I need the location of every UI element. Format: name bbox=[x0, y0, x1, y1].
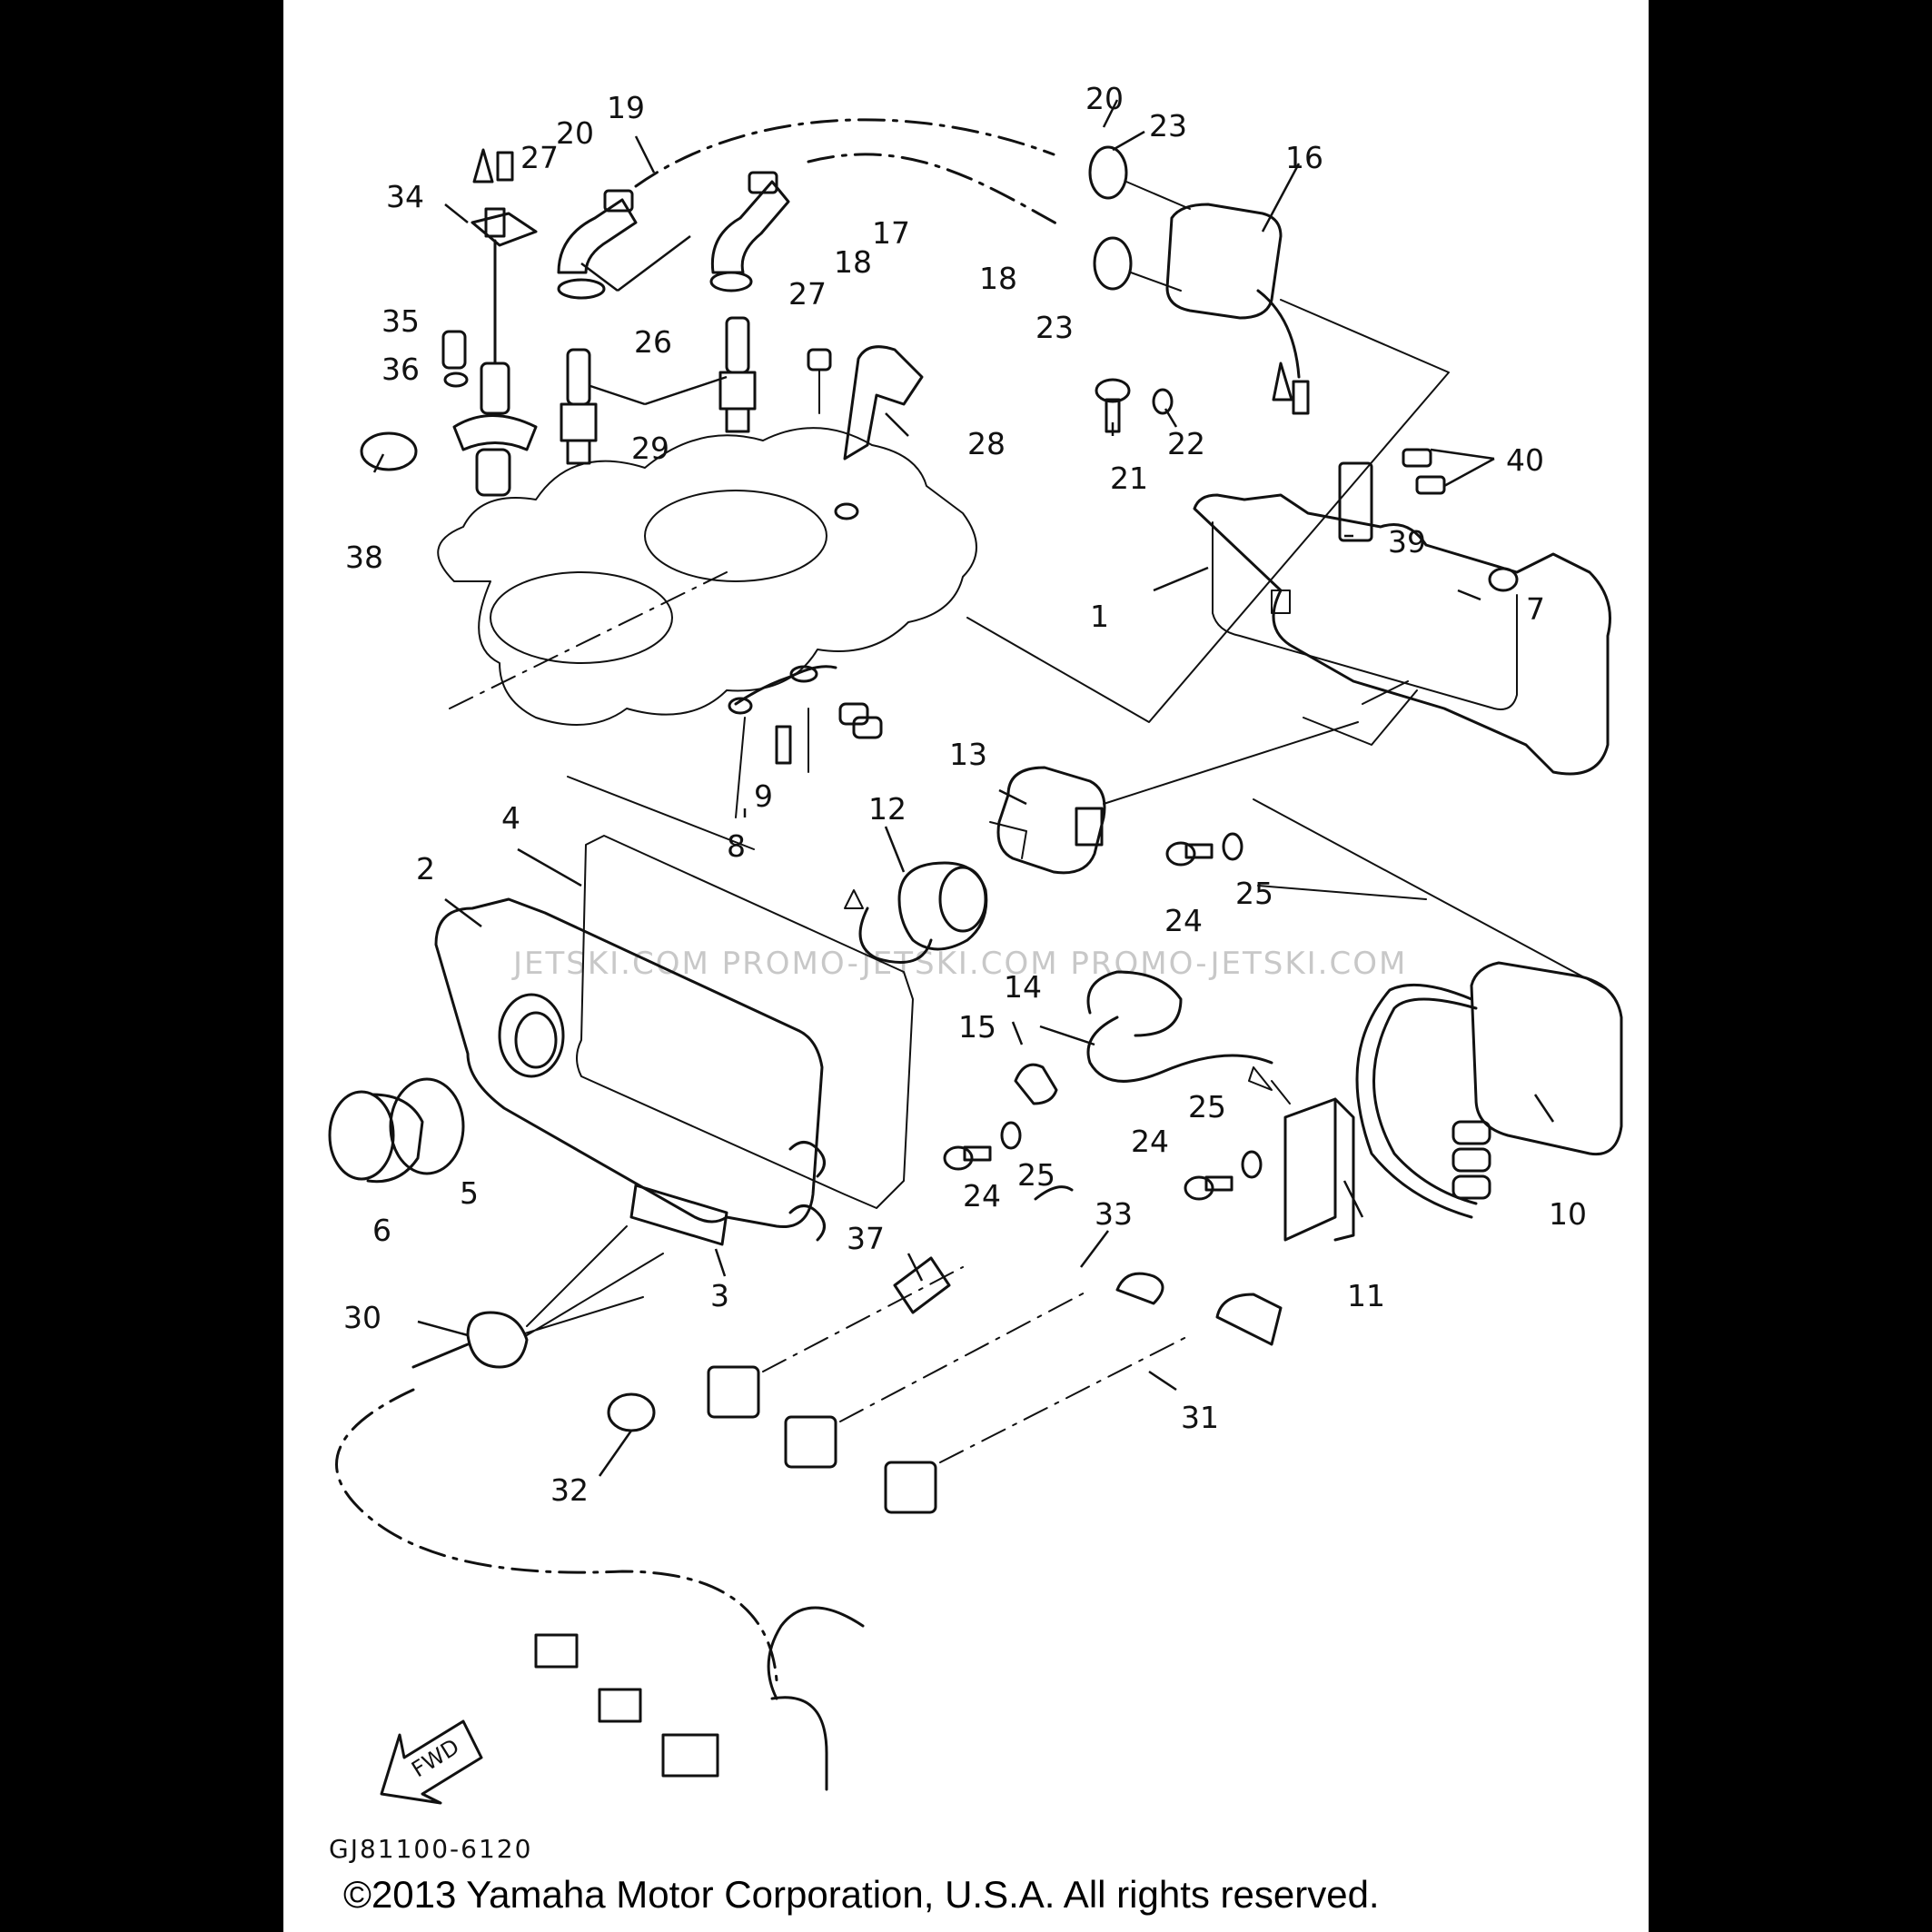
starter-relay-12 bbox=[844, 861, 988, 964]
washer-25-b bbox=[1000, 1121, 1022, 1150]
callout-16: 16 bbox=[1285, 140, 1323, 175]
callout-23-lower: 23 bbox=[1035, 310, 1074, 345]
callout-24-middle: 24 bbox=[963, 1178, 1001, 1214]
callout-25-right: 25 bbox=[1188, 1089, 1226, 1125]
high-tension-cord-19 bbox=[634, 118, 1055, 188]
callout-24-right: 24 bbox=[1131, 1124, 1169, 1159]
callout-23-upper: 23 bbox=[1149, 108, 1187, 144]
callout-11: 11 bbox=[1347, 1278, 1385, 1313]
callout-27-right: 27 bbox=[788, 276, 827, 312]
callout-36: 36 bbox=[381, 352, 420, 387]
callout-29: 29 bbox=[631, 431, 669, 466]
plug-cap-26-left bbox=[557, 189, 638, 300]
forward-arrow-icon: FWD bbox=[380, 1719, 483, 1805]
bracket-39 bbox=[1338, 461, 1373, 542]
callout-26: 26 bbox=[634, 324, 672, 360]
bolt-24-c bbox=[1184, 1175, 1234, 1201]
callout-leaders bbox=[372, 99, 1555, 1477]
callout-30: 30 bbox=[343, 1300, 381, 1335]
callout-20-right: 20 bbox=[1085, 81, 1124, 116]
callout-4: 4 bbox=[501, 800, 520, 836]
cylinder-head-outline bbox=[437, 427, 977, 726]
callout-39: 39 bbox=[1388, 524, 1426, 560]
harness-lead-8 bbox=[728, 665, 883, 818]
clip-15 bbox=[1014, 1063, 1058, 1105]
callout-31: 31 bbox=[1181, 1400, 1219, 1435]
callout-13: 13 bbox=[949, 737, 987, 772]
callout-15: 15 bbox=[958, 1009, 996, 1045]
bolt-24-a bbox=[1165, 841, 1214, 867]
callout-33: 33 bbox=[1095, 1196, 1133, 1232]
o-ring-5 bbox=[389, 1077, 465, 1175]
callout-25-upper: 25 bbox=[1235, 876, 1273, 911]
callout-18-lower: 18 bbox=[979, 261, 1017, 296]
callout-20-left: 20 bbox=[556, 115, 594, 151]
callout-1: 1 bbox=[1090, 599, 1109, 634]
callout-18-upper: 18 bbox=[834, 244, 872, 280]
callout-9: 9 bbox=[754, 778, 773, 814]
diagram-sheet bbox=[283, 0, 1649, 1932]
assembly-lines bbox=[567, 299, 1609, 991]
main-harness-30 bbox=[335, 1225, 865, 1791]
callout-6: 6 bbox=[372, 1213, 391, 1248]
callout-38: 38 bbox=[345, 540, 383, 575]
callout-34: 34 bbox=[386, 179, 424, 214]
callout-5: 5 bbox=[460, 1175, 479, 1211]
callout-24-upper: 24 bbox=[1164, 903, 1203, 938]
callout-35: 35 bbox=[381, 303, 420, 339]
callout-27-left: 27 bbox=[520, 140, 559, 175]
cap-6 bbox=[328, 1090, 424, 1184]
callout-numbers: 1 2 3 4 5 6 7 8 9 10 11 12 13 14 15 16 1… bbox=[343, 81, 1587, 1508]
clamp-32 bbox=[607, 1392, 656, 1432]
callout-32: 32 bbox=[550, 1472, 589, 1508]
lead-37 bbox=[707, 1185, 1074, 1419]
lead-33 bbox=[784, 1272, 1164, 1469]
ignition-coil-16 bbox=[1088, 145, 1310, 415]
harness-14 bbox=[1086, 970, 1291, 1105]
callout-3: 3 bbox=[710, 1278, 729, 1313]
callout-37: 37 bbox=[847, 1221, 885, 1256]
terminal-9 bbox=[775, 725, 792, 765]
bolt-35 bbox=[441, 330, 467, 370]
callout-17: 17 bbox=[872, 215, 910, 251]
temperature-sensor-34 bbox=[452, 148, 538, 497]
callout-8: 8 bbox=[727, 828, 746, 864]
spark-plug-29-left bbox=[560, 348, 598, 465]
resistor-block-11 bbox=[1283, 1097, 1355, 1242]
callout-28: 28 bbox=[967, 426, 1006, 461]
callout-2: 2 bbox=[416, 851, 435, 887]
plug-cap-26-right bbox=[709, 171, 790, 292]
diagram-code: GJ81100-6120 bbox=[329, 1834, 532, 1864]
copyright-notice: ©2013 Yamaha Motor Corporation, U.S.A. A… bbox=[343, 1873, 1380, 1916]
bolt-24-b bbox=[943, 1145, 992, 1171]
callout-21: 21 bbox=[1110, 461, 1148, 496]
watermark-text: JETSKI.COM PROMO-JETSKI.COM PROMO-JETSKI… bbox=[511, 946, 1407, 982]
washer-25-a bbox=[1222, 832, 1243, 861]
callout-40: 40 bbox=[1506, 442, 1544, 478]
lead-31 bbox=[884, 1293, 1283, 1514]
callout-10: 10 bbox=[1549, 1196, 1587, 1232]
spark-plug-29-right bbox=[718, 316, 757, 433]
rectifier-regulator-10 bbox=[1355, 961, 1623, 1219]
gasket-4 bbox=[576, 835, 914, 1209]
bolts-40 bbox=[1402, 448, 1446, 495]
relay-13 bbox=[989, 766, 1106, 875]
callout-7: 7 bbox=[1526, 591, 1545, 627]
callout-19: 19 bbox=[607, 90, 645, 125]
washer-22 bbox=[1152, 388, 1174, 415]
plug-bracket-28 bbox=[807, 345, 924, 520]
electrical-box-1 bbox=[1193, 493, 1611, 776]
callout-22: 22 bbox=[1167, 426, 1205, 461]
cap-7 bbox=[1488, 567, 1519, 592]
callout-25-middle: 25 bbox=[1017, 1157, 1055, 1193]
callout-12: 12 bbox=[868, 791, 907, 827]
washer-25-c bbox=[1241, 1150, 1263, 1179]
electrical-box-cover-2 bbox=[434, 897, 826, 1246]
washer-36 bbox=[443, 372, 469, 388]
clamp-38 bbox=[360, 431, 418, 471]
callout-14: 14 bbox=[1004, 969, 1042, 1005]
high-tension-cord-17 bbox=[807, 153, 1065, 229]
